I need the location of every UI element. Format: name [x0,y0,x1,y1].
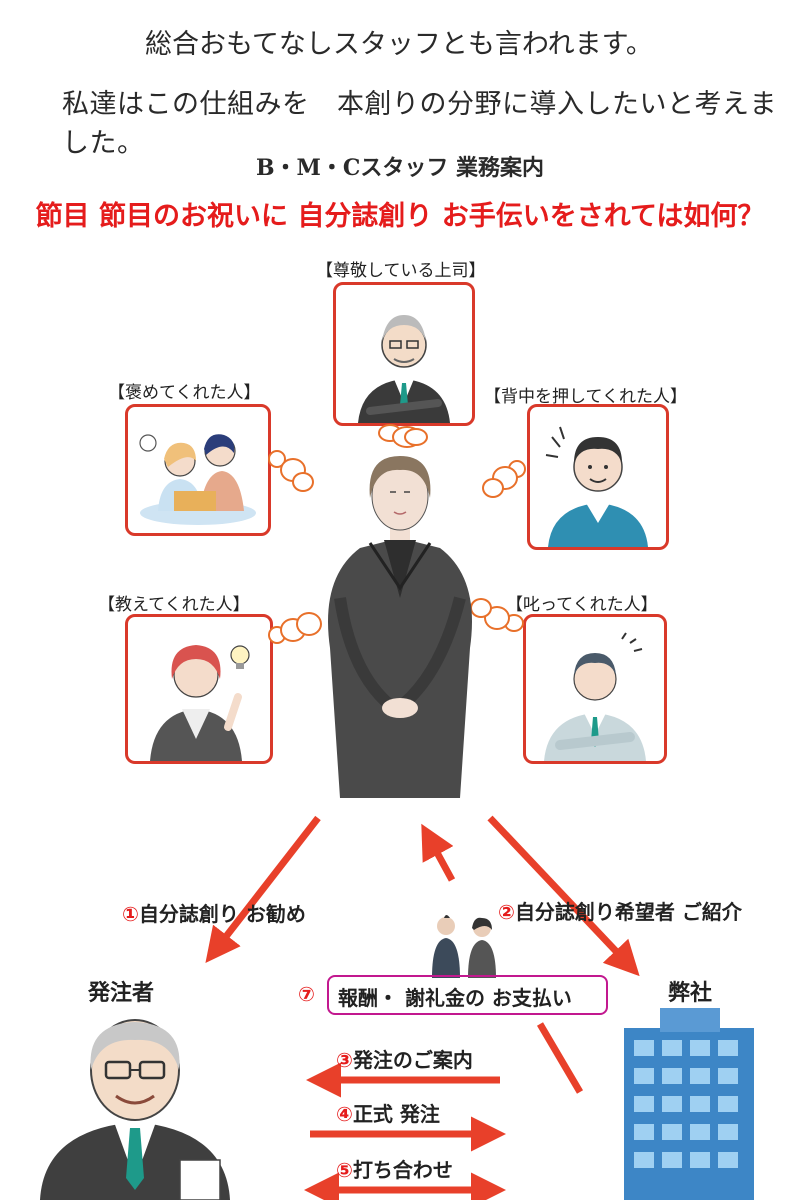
thought-bubble [296,612,322,636]
flow-number-payment: ⑦ [298,982,315,1006]
person-label-boss: 【尊敬している上司】 [316,261,486,281]
flow-number: ③ [336,1048,353,1072]
payment-box [327,975,608,1015]
flow-label-4: ④正式 発注 [336,1098,440,1127]
company-building [624,1008,754,1200]
person-label-taught: 【教えてくれた人】 [98,595,250,615]
person-box-taught [125,614,273,764]
party-client-label: 発注者 [88,981,155,1006]
taught-illustration [150,645,250,761]
flow-number: ⑤ [336,1158,353,1182]
flow-number: ② [498,900,515,924]
flow-label-1: ①自分誌創り お勧め [122,898,306,927]
person-box-supported [527,404,669,550]
staff-woman-figure [328,456,472,798]
arrow-introduce [487,815,640,977]
party-company-label: 弊社 [668,981,713,1006]
flow-label-2: ②自分誌創り希望者 ご紹介 [498,896,742,925]
flow-number: ④ [336,1102,353,1126]
flow-text: 正式 発注 [352,1102,440,1126]
person-label-supported: 【背中を押してくれた人】 [484,387,687,407]
intro-line-1: 総合おもてなしスタッフとも言われます。 [145,29,653,60]
client-illustration [40,1019,230,1200]
person-label-scolded: 【叱ってくれた人】 [506,595,658,615]
scolded-illustration [544,632,646,761]
supported-illustration [545,426,648,547]
arrow-up-to-staff [421,823,456,882]
flow-text: 発注のご案内 [352,1048,473,1072]
person-box-scolded [523,614,667,764]
flow-text: 自分誌創り希望者 ご紹介 [514,900,742,924]
person-box-praised [125,404,271,536]
thought-bubble [292,472,314,492]
person-label-praised: 【褒めてくれた人】 [108,383,261,403]
flow-label-3: ③発注のご案内 [336,1044,473,1073]
subtitle: B・M・Cスタッフ 業務案内 [255,155,545,181]
person-box-boss [333,282,475,426]
arrow-recommend [205,815,321,964]
payment-label: 報酬・ 謝礼金の お支払い [338,986,572,1010]
thought-bubble [404,428,428,446]
thought-bubble [482,478,504,498]
headline: 節目 節目のお祝いに 自分誌創り お手伝いをされては如何？ [35,201,765,232]
flow-number: ① [122,902,139,926]
flow-label-5: ⑤打ち合わせ [336,1154,453,1183]
praised-illustration [139,434,256,525]
boss-illustration [358,315,450,423]
flow-text: 自分誌創り お勧め [138,902,306,926]
flow-text: 打ち合わせ [352,1158,453,1182]
staff-pair-icon [432,915,496,978]
intro-line-2: 私達はこの仕組みを 本創りの分野に導入したいと考えました。 [62,89,777,159]
arrow-payment [536,1022,584,1094]
